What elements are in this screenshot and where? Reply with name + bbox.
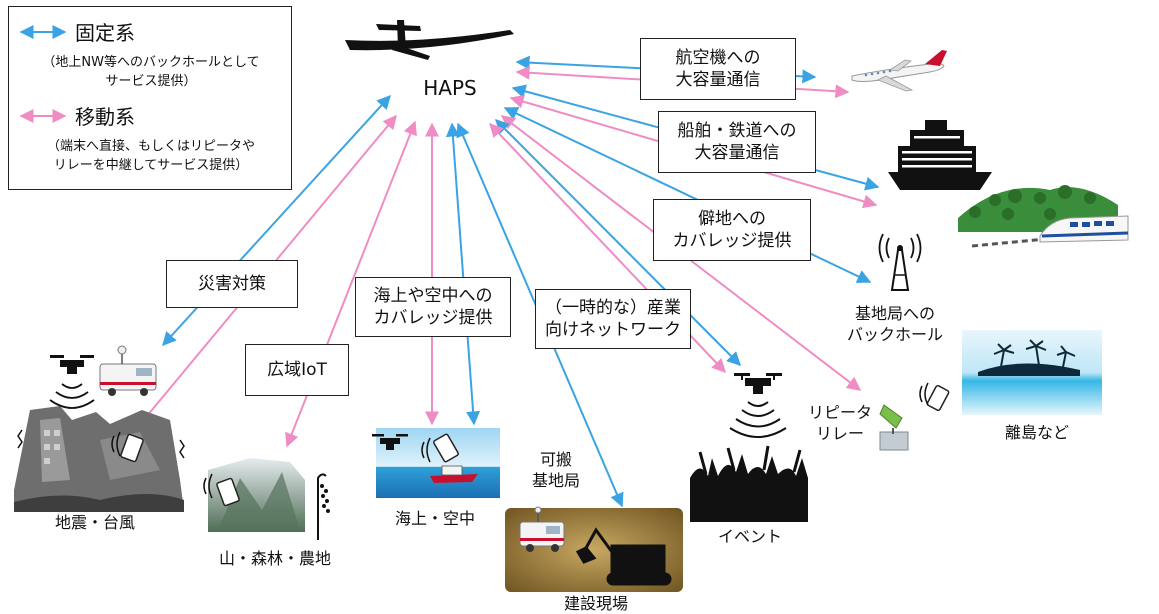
backhaul-label: 基地局への バックホール <box>846 304 943 344</box>
rice-plant-icon <box>317 473 330 540</box>
haps-label: HAPS <box>423 76 477 100</box>
repeater-label: リピータ リレー <box>807 403 872 443</box>
sea-air-label: 海上・空中 <box>394 509 475 528</box>
construction-label: 建設現場 <box>563 594 628 613</box>
sea-air-coverage-box: 海上や空中への カバレッジ提供 <box>355 277 511 337</box>
disaster-box: 災害対策 <box>166 260 298 308</box>
ship-rail-comm-box: 船舶・鉄道への 大容量通信 <box>658 111 816 173</box>
sea-scene-icon <box>372 428 500 498</box>
smartphone-icon <box>216 477 240 507</box>
legend-fixed: 固定系 <box>17 17 135 46</box>
remote-coverage-box: 僻地への カバレッジ提供 <box>653 199 811 261</box>
disaster-scene-icon <box>14 406 185 512</box>
wide-iot-box: 広域IoT <box>245 344 349 396</box>
signal-waves <box>729 401 787 438</box>
bullet-train-icon <box>958 185 1129 248</box>
repeater-icon <box>879 404 909 451</box>
broadcast-van-icon <box>99 345 157 396</box>
cell-tower-icon <box>878 233 922 291</box>
drone-icon <box>734 373 782 394</box>
construction-site-icon <box>505 506 683 592</box>
earthquake-label: 地震・台風 <box>54 513 135 532</box>
legend-mobile: 移動系 <box>17 101 135 130</box>
legend-fixed-label: 固定系 <box>75 21 135 45</box>
fixed-arrow-sea <box>445 122 481 426</box>
smartphone-icon <box>433 433 459 463</box>
portable-bs-label: 可搬 基地局 <box>531 450 580 490</box>
legend-mobile-note: （端末へ直接、もしくはリピータや リレーを中継してサービス提供） <box>46 139 255 173</box>
aircraft-comm-box: 航空機への 大容量通信 <box>640 38 796 100</box>
broadcast-van-icon <box>519 506 565 552</box>
mountain-forest-farm-label: 山・森林・農地 <box>218 549 331 568</box>
haps-aircraft-icon <box>345 20 514 60</box>
excavator-icon <box>575 527 672 586</box>
island-icon <box>962 330 1102 415</box>
airplane-icon <box>851 50 947 92</box>
crowd-icon <box>690 445 808 522</box>
blue-double-arrow-icon <box>19 24 67 39</box>
legend: 固定系 （地上NW等へのバックホールとして サービス提供） 移動系 （端末へ直接… <box>8 6 292 190</box>
island-label: 離島など <box>1004 423 1069 442</box>
legend-fixed-note: （地上NW等へのバックホールとして サービス提供） <box>42 55 260 89</box>
drone-icon <box>50 355 94 374</box>
event-label: イベント <box>717 527 782 546</box>
smartphone-icon <box>926 384 950 412</box>
signal-waves <box>49 383 95 409</box>
industry-network-box: （一時的な）産業 向けネットワーク <box>535 289 691 349</box>
legend-mobile-label: 移動系 <box>75 105 135 129</box>
cruise-ship-icon <box>888 120 992 190</box>
pink-double-arrow-icon <box>19 108 67 123</box>
drone-icon <box>372 434 408 450</box>
mountain-icon <box>203 458 305 532</box>
smartphone-icon <box>120 433 144 463</box>
